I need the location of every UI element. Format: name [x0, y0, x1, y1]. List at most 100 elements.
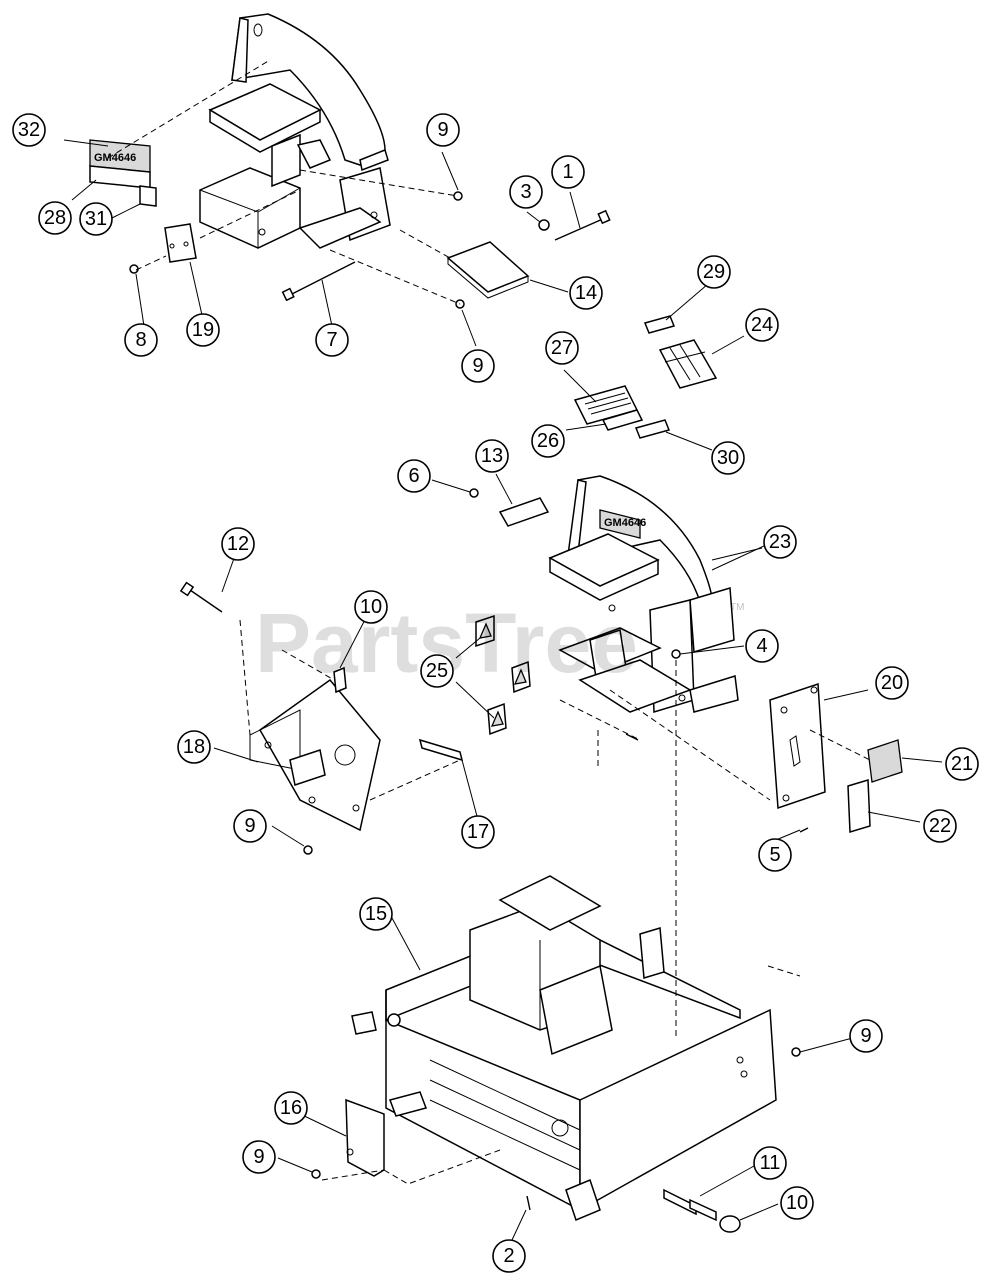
callout-12[interactable]: 12 [221, 527, 255, 561]
callout-31[interactable]: 31 [79, 202, 113, 236]
svg-text:32: 32 [18, 119, 40, 141]
svg-text:14: 14 [575, 282, 597, 304]
svg-text:16: 16 [280, 1097, 302, 1119]
part-22-decal [847, 779, 871, 833]
callout-23[interactable]: 23 [763, 525, 797, 559]
svg-text:31: 31 [85, 208, 107, 230]
callout-9[interactable]: 9 [849, 1019, 883, 1053]
washer-3 [538, 219, 550, 231]
part-11-pin [663, 1188, 697, 1216]
svg-text:4: 4 [756, 635, 767, 657]
callout-5[interactable]: 5 [758, 838, 792, 872]
callout-32[interactable]: 32 [12, 113, 46, 147]
svg-text:15: 15 [365, 903, 387, 925]
callout-18[interactable]: 18 [177, 730, 211, 764]
svg-text:24: 24 [751, 314, 773, 336]
part-12-bolt [189, 589, 223, 613]
svg-text:10: 10 [786, 1192, 808, 1214]
svg-text:10: 10 [360, 596, 382, 618]
callout-14[interactable]: 14 [569, 276, 603, 310]
model-decal-text: GM4646 [94, 152, 136, 164]
svg-text:27: 27 [551, 337, 573, 359]
svg-text:9: 9 [253, 1146, 264, 1168]
callout-9[interactable]: 9 [426, 113, 460, 147]
svg-text:2: 2 [503, 1245, 514, 1267]
svg-text:21: 21 [951, 753, 973, 775]
svg-text:9: 9 [860, 1025, 871, 1047]
part-10-knob [719, 1215, 741, 1233]
svg-text:9: 9 [244, 815, 255, 837]
svg-text:12: 12 [227, 533, 249, 555]
callout-11[interactable]: 11 [753, 1146, 787, 1180]
middle-housing-assembly: GM4646 [469, 475, 739, 713]
callout-3[interactable]: 3 [509, 175, 543, 209]
callout-group: 1 2 3 4 5 6 7 8 9 9 9 9 9 10 10 11 12 13… [12, 113, 979, 1273]
svg-text:23: 23 [769, 531, 791, 553]
svg-text:26: 26 [537, 430, 559, 452]
svg-text:28: 28 [44, 207, 66, 229]
callout-27[interactable]: 27 [545, 331, 579, 365]
part-1-bolt [554, 217, 606, 241]
watermark-tm: TM [730, 602, 744, 613]
callout-9[interactable]: 9 [233, 809, 267, 843]
callout-1[interactable]: 1 [551, 155, 585, 189]
callout-4[interactable]: 4 [745, 629, 779, 663]
warning-decals-25 [475, 614, 531, 736]
svg-text:13: 13 [481, 445, 503, 467]
svg-text:22: 22 [929, 815, 951, 837]
callout-19[interactable]: 19 [186, 313, 220, 347]
callout-25[interactable]: 25 [420, 654, 454, 688]
svg-text:9: 9 [437, 119, 448, 141]
decal-set [573, 315, 718, 439]
callout-28[interactable]: 28 [38, 201, 72, 235]
part-7-bolt [289, 261, 356, 296]
callout-16[interactable]: 16 [274, 1091, 308, 1125]
part-19-plate [164, 223, 197, 263]
svg-text:5: 5 [769, 844, 780, 866]
part-16-guard [345, 1098, 385, 1177]
svg-text:11: 11 [760, 1152, 781, 1174]
part-14-plate [446, 241, 530, 293]
part-21-decal [867, 739, 903, 783]
svg-text:3: 3 [520, 181, 531, 203]
callout-22[interactable]: 22 [923, 809, 957, 843]
svg-text:29: 29 [703, 261, 725, 283]
callout-29[interactable]: 29 [697, 255, 731, 289]
callout-15[interactable]: 15 [359, 897, 393, 931]
housing-decal-text: GM4646 [604, 517, 646, 529]
nut-8 [129, 264, 139, 274]
callout-6[interactable]: 6 [397, 459, 431, 493]
svg-text:1: 1 [562, 161, 573, 183]
svg-text:9: 9 [472, 355, 483, 377]
callout-2[interactable]: 2 [492, 1239, 526, 1273]
callout-8[interactable]: 8 [124, 323, 158, 357]
callout-17[interactable]: 17 [461, 815, 495, 849]
part-18-bracket [249, 666, 381, 832]
callout-10[interactable]: 10 [780, 1186, 814, 1220]
svg-text:20: 20 [881, 672, 903, 694]
svg-text:18: 18 [183, 736, 205, 758]
upper-housing-assembly [199, 13, 391, 249]
part-15-frame [351, 875, 777, 1222]
model-decal: GM4646 [89, 139, 157, 207]
callout-26[interactable]: 26 [531, 424, 565, 458]
svg-text:6: 6 [408, 465, 419, 487]
callout-9[interactable]: 9 [461, 349, 495, 383]
svg-text:7: 7 [326, 329, 337, 351]
callout-9[interactable]: 9 [242, 1140, 276, 1174]
callout-13[interactable]: 13 [475, 439, 509, 473]
svg-text:17: 17 [467, 821, 489, 843]
svg-text:30: 30 [717, 447, 739, 469]
callout-10[interactable]: 10 [354, 590, 388, 624]
svg-text:8: 8 [135, 329, 146, 351]
part-17-strip [418, 738, 464, 762]
svg-text:19: 19 [192, 319, 214, 341]
callout-20[interactable]: 20 [875, 666, 909, 700]
callout-21[interactable]: 21 [945, 747, 979, 781]
callout-7[interactable]: 7 [315, 323, 349, 357]
callout-24[interactable]: 24 [745, 308, 779, 342]
callout-30[interactable]: 30 [711, 441, 745, 475]
svg-text:25: 25 [426, 660, 448, 682]
alignment-lines [107, 59, 871, 1185]
